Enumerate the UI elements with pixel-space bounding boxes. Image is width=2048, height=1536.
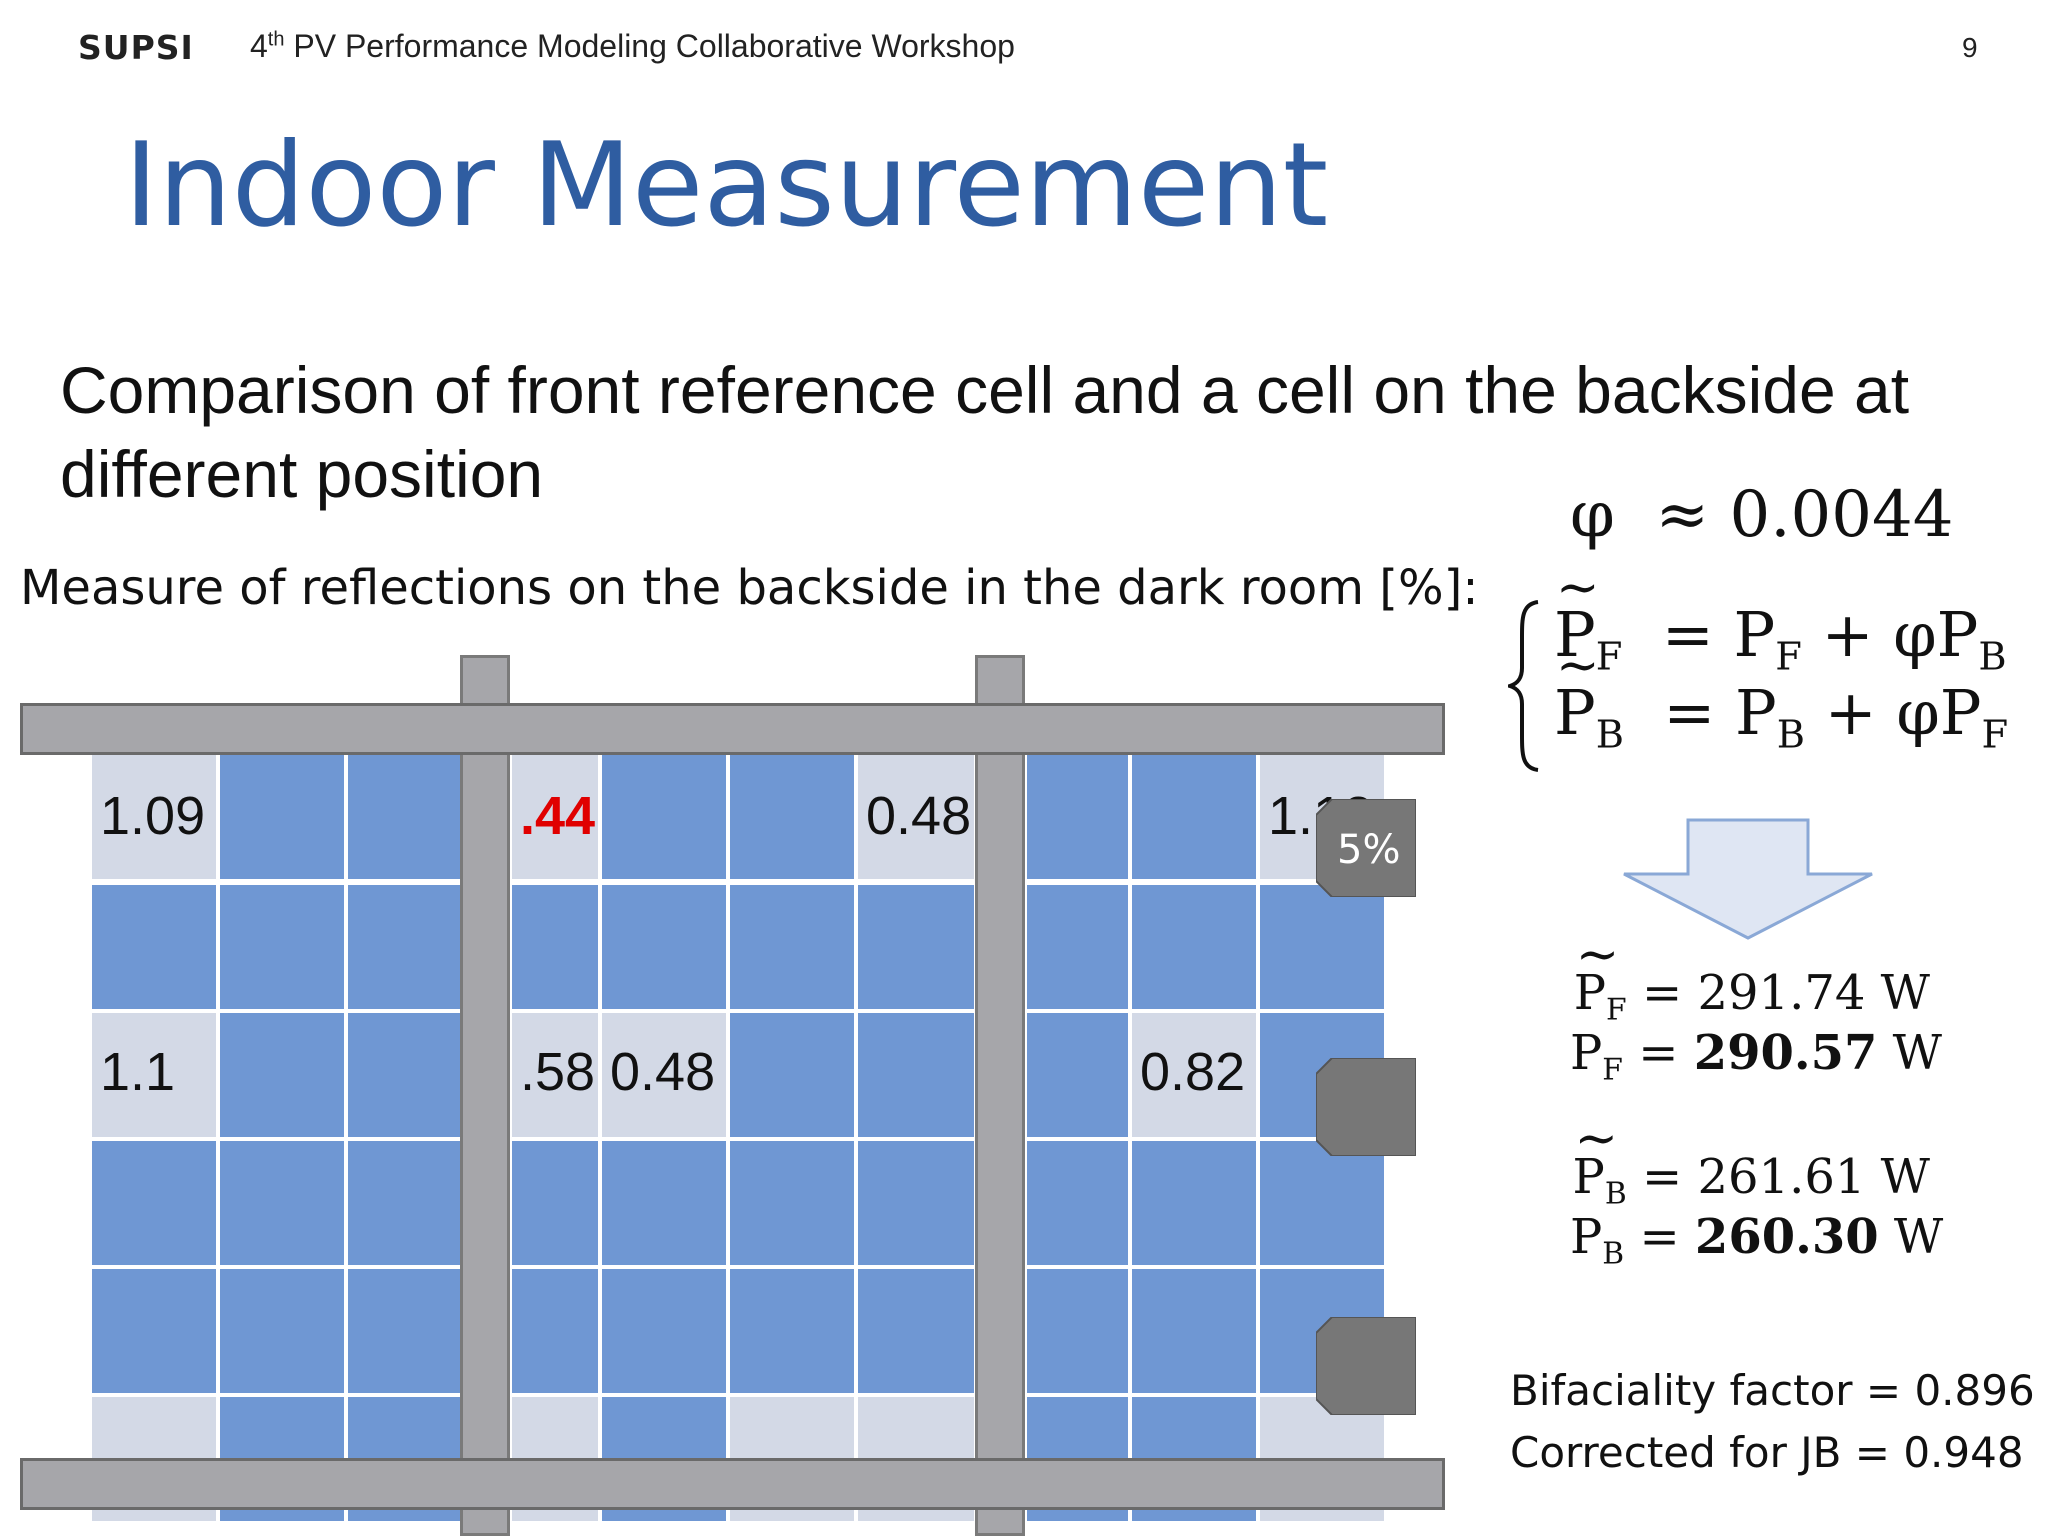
cell-value: 0.48 [866, 786, 972, 846]
pb-tilde-result: PB = 261.61 W [1570, 1109, 1930, 1212]
module-cell [90, 1267, 218, 1395]
module-cell [510, 753, 600, 881]
equation-front: PF = PF + φPB [1554, 558, 2008, 680]
module-cell [728, 1011, 856, 1139]
supsi-logo: SUPSI [78, 28, 194, 67]
module-cell [600, 753, 728, 881]
module-cell [346, 1267, 474, 1395]
module-cell [1025, 883, 1130, 1011]
module-cell [1025, 753, 1130, 881]
module-cell [600, 1139, 728, 1267]
page-number: 9 [1962, 32, 1978, 63]
vertical-post-right [975, 655, 1025, 1536]
bottom-rail [20, 1458, 1445, 1510]
workshop-name: PV Performance Modeling Collaborative Wo… [284, 28, 1015, 64]
module-cell [90, 753, 218, 881]
module-cell [510, 1139, 600, 1267]
module-cell [1130, 883, 1258, 1011]
down-arrow-icon [1623, 818, 1873, 940]
module-cell [600, 1011, 728, 1139]
workshop-number: 4 [250, 28, 268, 64]
module-cell [510, 1011, 600, 1139]
cell-value: .44 [520, 786, 596, 846]
module-cell [1130, 753, 1258, 881]
module-cell [856, 883, 976, 1011]
module-cell [600, 883, 728, 1011]
cell-value: 1.09 [100, 786, 206, 846]
junction-box-label: 5% [1337, 827, 1401, 873]
module-cell [1025, 1139, 1130, 1267]
module-diagram: 1.09.440.481.121.1.580.480.821.11.560.52… [20, 655, 1450, 1536]
module-cell [728, 883, 856, 1011]
module-cell [856, 1139, 976, 1267]
bifaciality-corrected: Corrected for JB = 0.948 [1510, 1428, 2024, 1477]
measure-caption: Measure of reflections on the backside i… [20, 560, 1479, 616]
module-cell [218, 1267, 346, 1395]
module-cell [90, 1139, 218, 1267]
phi-formula: φ ≈ 0.0044 [1570, 478, 1953, 552]
brace-icon [1508, 600, 1539, 772]
module-cell [1130, 1267, 1258, 1395]
workshop-title: 4th PV Performance Modeling Collaborativ… [250, 28, 1015, 65]
module-cell [510, 883, 600, 1011]
module-cell [218, 753, 346, 881]
module-cell [90, 1011, 218, 1139]
module-cell [346, 1139, 474, 1267]
vertical-post-left [460, 655, 510, 1536]
module-cell [346, 753, 474, 881]
module-cell [1130, 1139, 1258, 1267]
module-cell [218, 1011, 346, 1139]
module-cell [510, 1267, 600, 1395]
module-cell [218, 1139, 346, 1267]
pb-tilde: PB [1554, 636, 1624, 758]
module-cell [728, 1139, 856, 1267]
module-cell [1025, 1267, 1130, 1395]
module-cell [90, 883, 218, 1011]
cell-value: 1.1 [100, 1042, 176, 1102]
bifaciality-factor: Bifaciality factor = 0.896 [1510, 1366, 2035, 1415]
equation-back: PB = PB + φPF [1554, 636, 2008, 758]
module-cell [600, 1267, 728, 1395]
junction-box-icon [1316, 799, 1416, 897]
equation-system: PF = PF + φPB PB = PB + φPF [1508, 558, 2008, 772]
module-cell [728, 753, 856, 881]
phi-value: ≈ 0.0044 [1655, 478, 1954, 552]
bifaciality-summary: Bifaciality factor = 0.896 Corrected for… [1510, 1360, 2035, 1484]
cell-value: .58 [520, 1042, 596, 1102]
module-cell [856, 1011, 976, 1139]
module-cell [1258, 883, 1386, 1011]
module-cell [728, 1267, 856, 1395]
module-cell [1130, 1011, 1258, 1139]
slide-subtitle: Comparison of front reference cell and a… [60, 353, 1910, 511]
cell-value: 0.82 [1140, 1042, 1246, 1102]
module-cell [856, 1267, 976, 1395]
pb-result: PB = 260.30 W [1570, 1209, 1944, 1272]
top-rail [20, 703, 1445, 755]
module-cell [218, 883, 346, 1011]
module-cell [1025, 1011, 1130, 1139]
cell-value: 0.48 [610, 1042, 716, 1102]
module-cell [346, 1011, 474, 1139]
pf-tilde-result: PF = 291.74 W [1570, 925, 1930, 1028]
module-cell [1258, 1139, 1386, 1267]
module-cell [346, 883, 474, 1011]
workshop-ordinal: th [267, 28, 285, 51]
power-results: PF = 291.74 W PF = 290.57 W PB = 261.61 … [1570, 925, 1944, 1272]
pf-result: PF = 290.57 W [1570, 1025, 1942, 1088]
junction-box-icon [1316, 1058, 1416, 1156]
slide-title: Indoor Measurement [124, 118, 1329, 253]
phi-symbol: φ [1570, 478, 1615, 552]
junction-box-icon [1316, 1317, 1416, 1415]
